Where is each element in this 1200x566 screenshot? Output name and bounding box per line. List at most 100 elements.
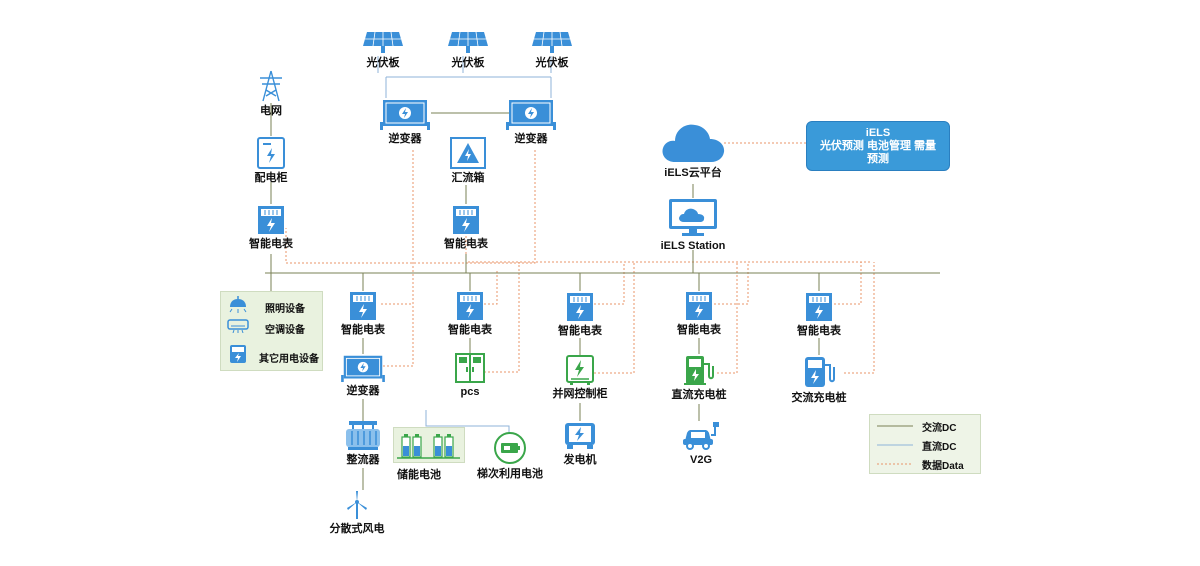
meter-label: 智能电表: [444, 238, 488, 250]
iels-station[interactable]: iELS Station: [643, 197, 743, 253]
inverter-icon: [506, 100, 556, 130]
charging-pile-icon: [805, 357, 835, 387]
smart-meter-icon: [806, 293, 832, 321]
distribution-cabinet-icon: [257, 137, 285, 169]
grid-node[interactable]: 电网: [221, 70, 321, 118]
legend-data-line: [877, 463, 913, 465]
smart-meter-icon: [457, 292, 483, 320]
meter-label: 智能电表: [249, 238, 293, 250]
dc-charger-label: 直流充电桩: [671, 389, 727, 401]
inverter-label: 逆变器: [346, 385, 380, 397]
combiner-box[interactable]: 汇流箱: [418, 137, 518, 185]
iels-features: 光伏预测 电池管理 需量: [819, 140, 937, 152]
pv-label: 光伏板: [535, 57, 569, 69]
pcs-label: pcs: [460, 386, 480, 398]
transmission-tower-icon: [260, 70, 282, 102]
monitor-cloud-icon: [669, 199, 717, 236]
storage-battery[interactable]: 储能电池: [369, 466, 469, 482]
meter-b4[interactable]: 智能电表: [649, 291, 749, 337]
car-charging-icon: [683, 422, 719, 450]
smart-meter-icon: [686, 292, 712, 320]
meter-label: 智能电表: [558, 325, 602, 337]
solar-panel-icon: [448, 31, 488, 53]
data-line: [844, 262, 875, 374]
legend-dc-line: [877, 444, 913, 446]
loads-panel: 照明设备 空调设备 其它用电设备: [220, 291, 323, 371]
second-life-battery[interactable]: 梯次利用电池: [460, 431, 560, 481]
inverter-bottom[interactable]: 逆变器: [313, 354, 413, 398]
legend-ac-label: 交流DC: [922, 423, 957, 434]
smart-meter-icon: [567, 293, 593, 321]
solar-panel-icon: [532, 31, 572, 53]
combiner-box-icon: [450, 137, 486, 169]
smart-meter-icon: [258, 206, 284, 234]
meter-top-center[interactable]: 智能电表: [416, 205, 516, 251]
legend-dc-label: 直流DC: [922, 442, 957, 453]
second-life-label: 梯次利用电池: [477, 468, 543, 480]
charging-pile-icon: [684, 356, 714, 385]
cloud-label: iELS云平台: [664, 167, 722, 179]
control-cabinet-icon: [566, 355, 594, 385]
load-other-label: 其它用电设备: [259, 354, 319, 365]
inverter-right[interactable]: 逆变器: [481, 98, 581, 146]
load-ac[interactable]: 空调设备: [227, 319, 319, 336]
iels-feature-box[interactable]: iELS 光伏预测 电池管理 需量 预测: [806, 121, 950, 171]
load-lighting[interactable]: 照明设备: [227, 296, 319, 315]
data-line: [594, 262, 625, 305]
data-line: [285, 150, 536, 264]
inverter-left[interactable]: 逆变器: [355, 98, 455, 146]
inverter-icon: [341, 355, 385, 382]
inverter-label: 逆变器: [388, 133, 422, 145]
data-line: [834, 262, 862, 305]
generator-icon: [565, 423, 595, 449]
iels-features-cont: 预测: [867, 153, 889, 165]
pv-label: 光伏板: [366, 57, 400, 69]
meter-b3[interactable]: 智能电表: [530, 292, 630, 338]
pv-panel-2[interactable]: 光伏板: [418, 30, 518, 70]
station-label: iELS Station: [660, 240, 726, 252]
rectifier[interactable]: 整流器: [313, 421, 413, 467]
meter-label: 智能电表: [677, 324, 721, 336]
data-line: [594, 262, 635, 374]
dc-charger[interactable]: 直流充电桩: [649, 354, 749, 402]
pv-label: 光伏板: [451, 57, 485, 69]
pv-panel-1[interactable]: 光伏板: [333, 30, 433, 70]
inverter-label: 逆变器: [514, 133, 548, 145]
ac-charger-label: 交流充电桩: [791, 392, 847, 404]
cloud-platform[interactable]: iELS云平台: [643, 120, 743, 180]
grid-tie-cabinet[interactable]: 并网控制柜: [530, 355, 630, 401]
wind-turbine[interactable]: 分散式风电: [307, 490, 407, 536]
data-line: [717, 262, 738, 374]
load-other[interactable]: 其它用电设备: [227, 344, 323, 365]
storage-battery-icon[interactable]: [393, 427, 465, 463]
solar-panel-icon: [363, 31, 403, 53]
load-lighting-label: 照明设备: [265, 304, 305, 315]
generator[interactable]: 发电机: [530, 421, 630, 467]
meter-b5[interactable]: 智能电表: [769, 292, 869, 338]
distribution-cabinet[interactable]: 配电柜: [221, 137, 321, 185]
v2g-label: V2G: [689, 454, 712, 466]
pcs-cabinet-icon: [455, 353, 485, 383]
v2g[interactable]: V2G: [651, 421, 751, 467]
meter-b2[interactable]: 智能电表: [420, 291, 520, 337]
legend: 交流DC 直流DC 数据Data: [869, 414, 981, 474]
load-ac-label: 空调设备: [265, 325, 305, 336]
generator-label: 发电机: [563, 454, 597, 466]
pcs[interactable]: pcs: [420, 353, 520, 399]
legend-data-label: 数据Data: [922, 461, 964, 472]
data-line: [381, 150, 414, 367]
ceiling-light-icon: [229, 296, 247, 313]
battery-rack-icon: [397, 434, 460, 459]
meter-label: 智能电表: [797, 325, 841, 337]
smart-meter-icon: [453, 206, 479, 234]
ac-charger[interactable]: 交流充电桩: [769, 355, 869, 405]
meter-label: 智能电表: [341, 324, 385, 336]
meter-b1[interactable]: 智能电表: [313, 291, 413, 337]
pv-panel-3[interactable]: 光伏板: [502, 30, 602, 70]
air-conditioner-icon: [227, 319, 249, 333]
grid-label: 电网: [260, 105, 282, 117]
wind-turbine-icon: [347, 491, 367, 519]
data-line: [484, 270, 498, 305]
legend-ac-line: [877, 425, 913, 427]
meter-top-left[interactable]: 智能电表: [221, 205, 321, 251]
